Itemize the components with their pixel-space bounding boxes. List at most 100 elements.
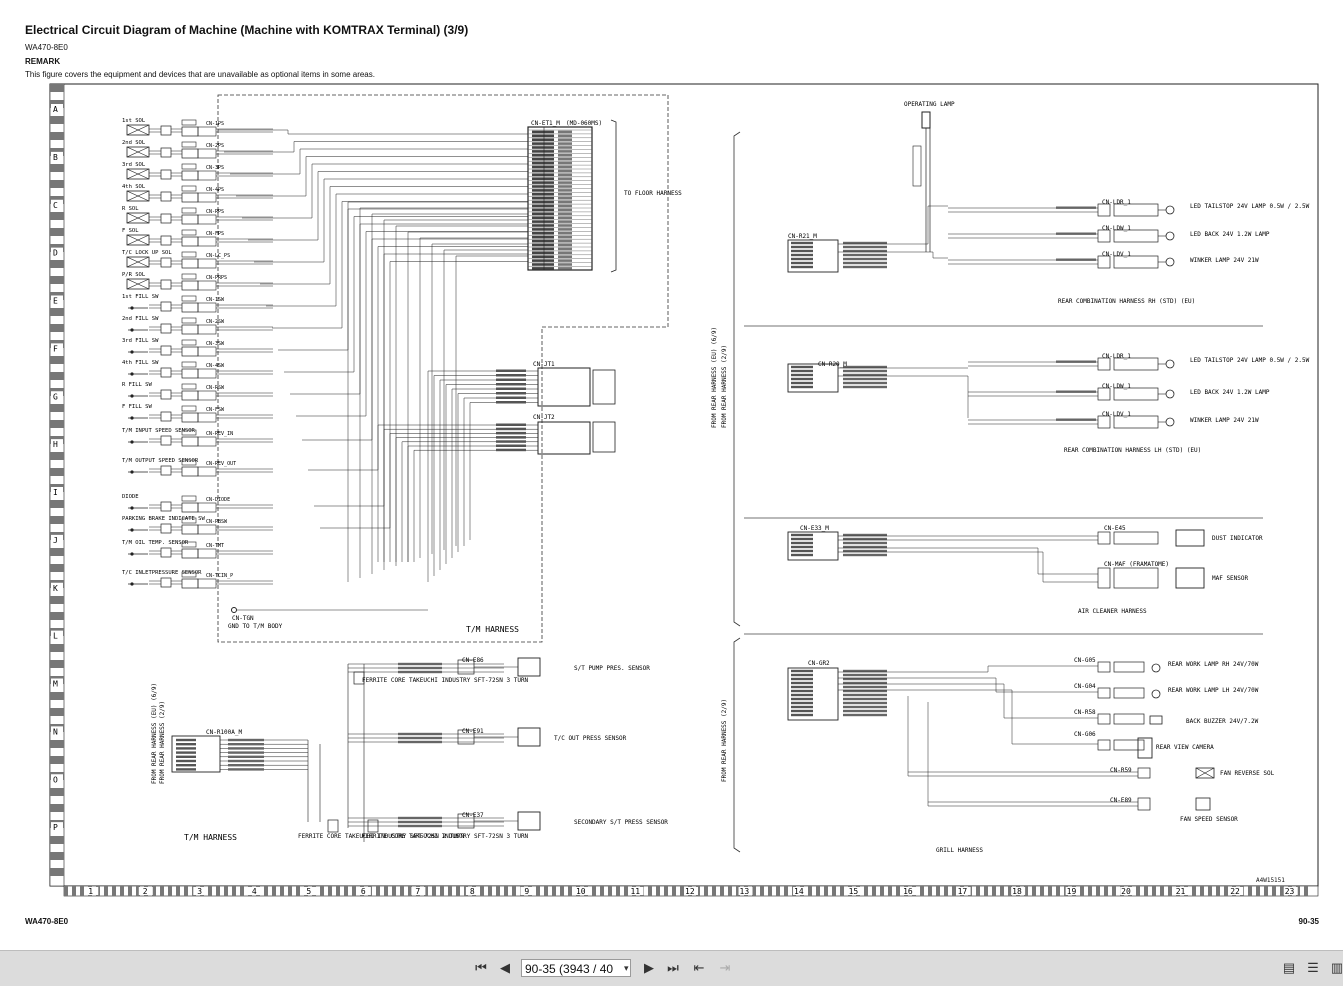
col-label-bg	[738, 887, 753, 895]
lamp-symbol	[1165, 205, 1175, 215]
bus-wire	[260, 186, 528, 285]
led-back-lh-label: LED BACK 24V 1.2W LAMP	[1190, 389, 1270, 396]
air-cleaner-harness-label: AIR CLEANER HARNESS	[1078, 608, 1147, 615]
row-ruler-tick	[50, 708, 64, 716]
solenoid-symbol	[126, 168, 150, 180]
facing-view-icon[interactable]: ▥	[1330, 960, 1343, 975]
col-ruler-tick	[488, 886, 492, 896]
right-harness-sections	[787, 203, 1215, 811]
secondary-st-sensor-label: SECONDARY S/T PRESS SENSOR	[574, 819, 668, 826]
col-ruler-tick	[1264, 886, 1268, 896]
rear-work-lamp-lh-label: REAR WORK LAMP LH 24V/70W	[1168, 687, 1259, 694]
winker-lh-label: WINKER LAMP 24V 21W	[1190, 417, 1259, 424]
cn-e33-label: CN-E33_M	[800, 525, 829, 532]
col-ruler-tick	[1024, 886, 1028, 896]
row-ruler-tick	[50, 564, 64, 572]
last-page-button[interactable]: ⏭	[667, 960, 679, 975]
back-view-icon[interactable]: ⇤	[693, 960, 705, 975]
col-ruler-tick	[272, 886, 276, 896]
bus-wire	[431, 243, 528, 554]
col-ruler-tick	[160, 886, 164, 896]
component-connector	[160, 125, 172, 136]
lamp-symbol	[1165, 257, 1175, 267]
row-label-bg	[51, 726, 63, 737]
page-number-field[interactable]: 90-35 (3943 / 40	[521, 959, 631, 977]
connector-label: CN-4PS	[206, 187, 224, 193]
component-connector	[160, 191, 172, 202]
col-ruler-tick	[776, 886, 780, 896]
cn-e89-label: CN-E89	[1110, 797, 1132, 804]
cn-jt2-label: CN-JT2	[533, 414, 555, 421]
component-connector	[160, 257, 172, 268]
col-label-bg	[793, 887, 808, 895]
col-ruler-tick	[976, 886, 980, 896]
cn-ldr-label-lh: CN-LDR_1	[1102, 353, 1131, 360]
row-ruler-tick	[50, 644, 64, 652]
harness-connector	[181, 170, 199, 181]
row-label: E	[53, 297, 58, 306]
col-ruler-tick	[712, 886, 716, 896]
component-connector	[160, 323, 172, 334]
row-ruler-tick	[50, 548, 64, 556]
col-ruler-tick	[1040, 886, 1044, 896]
harness-connector	[181, 148, 199, 159]
col-ruler-tick	[208, 886, 212, 896]
col-ruler-tick	[64, 886, 68, 896]
row-ruler-tick	[50, 788, 64, 796]
from-rear-harness-label-a: FROM REAR HARNESS (EU) (6/9)	[151, 683, 158, 784]
col-ruler-tick	[616, 886, 620, 896]
row-ruler-tick	[50, 212, 64, 220]
row-label: I	[53, 488, 58, 497]
row-ruler-tick	[50, 468, 64, 476]
component-connector	[160, 213, 172, 224]
bus-wire	[242, 163, 528, 219]
col-ruler-tick	[400, 886, 404, 896]
col-label-bg	[193, 887, 208, 895]
col-ruler-tick	[880, 886, 884, 896]
col-label: 3	[197, 887, 202, 896]
bus-wire	[347, 201, 528, 582]
connector-label: CN-PBSW	[206, 519, 228, 525]
col-label: 4	[252, 887, 257, 896]
tm-harness-label: T/M HARNESS	[466, 625, 519, 634]
col-ruler-tick	[536, 886, 540, 896]
row-ruler-tick	[50, 516, 64, 524]
continuous-view-icon[interactable]: ☰	[1307, 960, 1319, 975]
col-ruler-tick	[336, 886, 340, 896]
single-page-view-icon[interactable]: ▤	[1282, 960, 1296, 975]
harness-buses	[216, 128, 528, 585]
cn-r100a-label: CN-R100A_M	[206, 729, 243, 736]
cn-r21-label: CN-R21_M	[788, 233, 817, 240]
component-label: 1st FILL SW	[122, 294, 159, 300]
component-connector	[160, 169, 172, 180]
first-page-button[interactable]: ⏮	[475, 960, 487, 975]
prev-page-button[interactable]: ◀	[500, 960, 510, 975]
cn-r100a-block	[171, 735, 221, 773]
col-ruler-tick	[992, 886, 996, 896]
component-connector	[160, 147, 172, 158]
row-ruler-tick	[50, 452, 64, 460]
col-ruler-tick	[816, 886, 820, 896]
connector-label: CN-TCIN_P	[206, 573, 233, 579]
fan-sol-symbol	[1195, 767, 1215, 779]
col-ruler-tick	[784, 886, 788, 896]
row-label: H	[53, 440, 58, 449]
next-page-button[interactable]: ▶	[644, 960, 654, 975]
row-label: L	[53, 632, 58, 641]
col-label: 19	[1067, 887, 1077, 896]
lamp-connector	[1097, 203, 1111, 217]
row-ruler-tick	[50, 852, 64, 860]
col-ruler-tick	[552, 886, 556, 896]
harness-connector	[181, 578, 199, 589]
connector-label: CN-RPS	[206, 209, 224, 215]
solenoid-symbol	[126, 190, 150, 202]
page-dropdown-icon[interactable]: ▾	[624, 963, 629, 973]
row-ruler-tick	[50, 324, 64, 332]
cn-et1-pins	[528, 127, 592, 270]
col-ruler-tick	[648, 886, 652, 896]
col-ruler-tick	[656, 886, 660, 896]
forward-view-icon[interactable]: ⇥	[719, 960, 731, 975]
component-label: R SOL	[122, 206, 139, 212]
component-label: 3rd SOL	[122, 162, 146, 168]
harness-connector	[181, 280, 199, 291]
